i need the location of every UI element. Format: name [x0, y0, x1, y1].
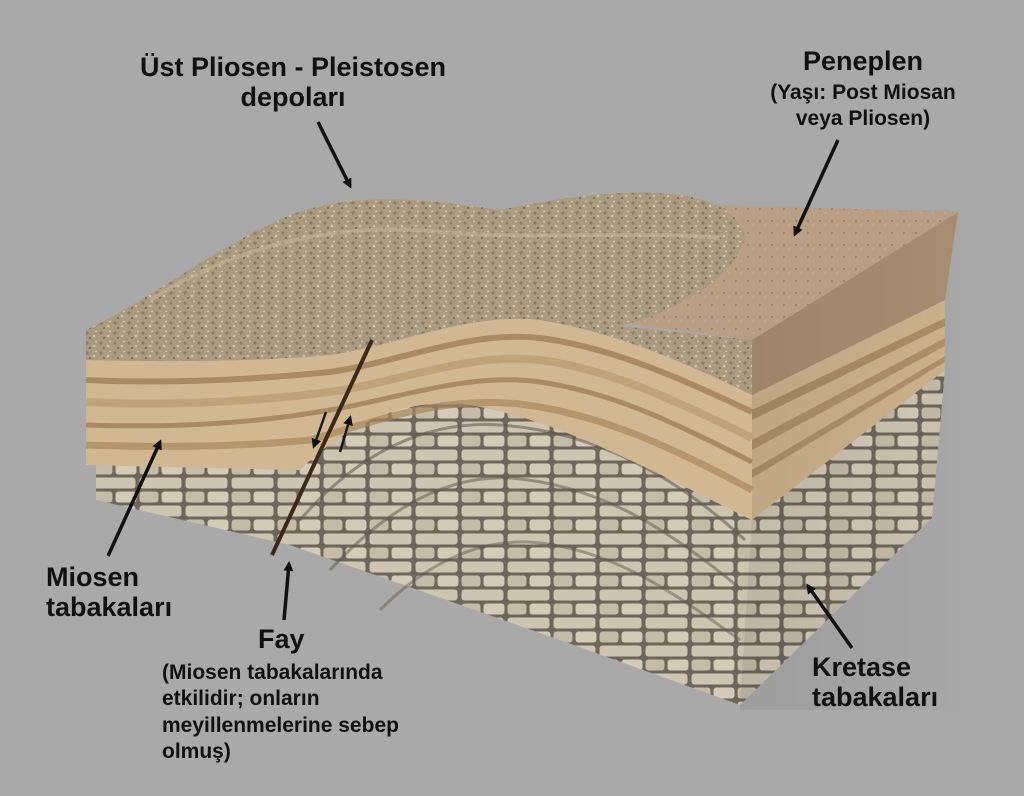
fault-up-arrow — [338, 415, 353, 453]
label-peneplain-sub2: veya Pliosen) — [795, 107, 931, 131]
label-miocene: Miosen tabakaları — [46, 562, 172, 622]
fault-down-arrow — [311, 411, 328, 449]
arrow-to-peneplain — [793, 139, 840, 237]
label-cretaceous-line1: Kretase — [812, 652, 912, 682]
label-fault-desc4: olmuş) — [162, 739, 231, 763]
arrow-to-fault — [282, 561, 294, 621]
leader-arrows — [106, 121, 854, 650]
label-cretaceous-line2: tabakaları — [812, 682, 939, 713]
cretaceous-front — [96, 403, 752, 705]
block-front-face — [85, 295, 754, 705]
label-miocene-line1: Miosen — [46, 562, 140, 592]
label-upper-pliocene-line2: depoları — [240, 82, 346, 113]
label-fault: Fay (Miosen tabakalarında etkilidir; onl… — [162, 624, 399, 765]
label-cretaceous: Kretase tabakaları — [812, 652, 938, 712]
arrow-to-miocene — [106, 439, 162, 557]
label-fault-desc1: (Miosen tabakalarında — [162, 661, 383, 685]
arrow-to-gravel-deposits — [316, 121, 352, 189]
label-peneplain-title: Peneplen — [802, 46, 924, 76]
label-fault-desc3: meyillenmelerine sebep — [162, 713, 399, 737]
gravel-deposits-surface — [86, 192, 745, 330]
label-fault-desc2: etkilidir; onların — [162, 687, 320, 711]
block-top-surface — [86, 192, 958, 340]
label-fault-title: Fay — [258, 624, 305, 654]
label-upper-pliocene-line1: Üst Pliosen - Pleistosen — [139, 52, 447, 82]
label-upper-pliocene-pleistocene: Üst Pliosen - Pleistosen depoları — [120, 52, 466, 112]
label-miocene-line2: tabakaları — [46, 592, 173, 623]
fault-line — [270, 339, 374, 556]
label-peneplain-sub1: (Yaşı: Post Miosan — [770, 81, 956, 105]
label-peneplain: Peneplen (Yaşı: Post Miosan veya Pliosen… — [748, 46, 978, 133]
peneplain-surface — [600, 205, 958, 340]
arrow-to-cretaceous — [806, 583, 854, 650]
